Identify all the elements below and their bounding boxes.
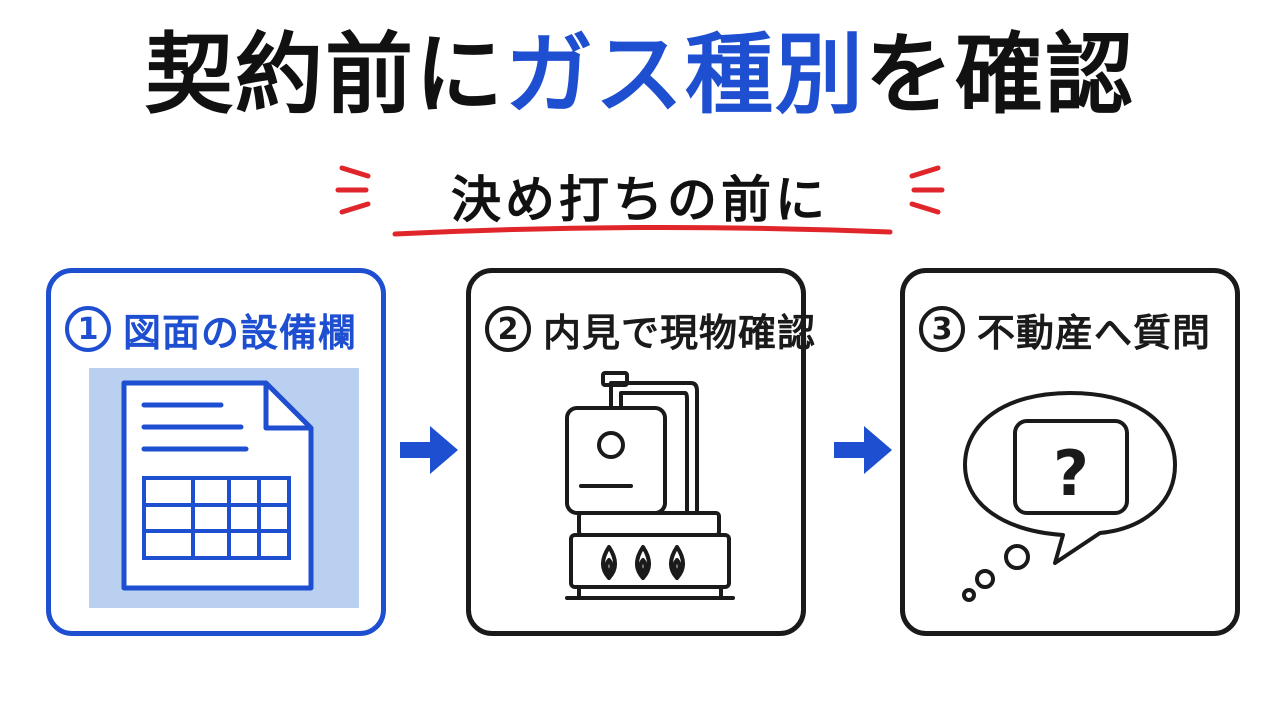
title-part-2: を確認 (865, 23, 1136, 126)
step-3-label: 不動産へ質問 (977, 310, 1212, 355)
left-emphasis-line-top (339, 165, 371, 179)
inner-flame (638, 558, 648, 575)
equipment-table-icon (142, 476, 291, 560)
question-speech-bubble-icon: ? (962, 391, 1177, 602)
left-emphasis-line-bottom (339, 201, 371, 215)
thought-dot (962, 588, 976, 602)
title-highlight: ガス種別 (504, 23, 865, 126)
right-emphasis-line-bottom (909, 201, 941, 215)
subtitle: 決め打ちの前に (451, 171, 829, 229)
step-card-3: ? 3 不動産へ質問 (900, 268, 1240, 636)
subtitle-decoration (335, 165, 945, 237)
step-2-label: 内見で現物確認 (543, 310, 817, 355)
pipe (619, 391, 689, 515)
inner-flame (604, 558, 614, 575)
arrow-right-icon (834, 426, 892, 474)
step-card-2: 2 内見で現物確認 (466, 268, 815, 636)
step-2-number: 2 (485, 306, 531, 352)
flame-icon (601, 545, 617, 580)
step-1-label: 図面の設備欄 (123, 310, 358, 355)
inner-flame (672, 558, 682, 575)
speech-bubble (963, 391, 1177, 565)
arrow-right-icon (400, 426, 458, 474)
step-card-1: 1 図面の設備欄 (46, 268, 386, 636)
right-emphasis-line-top (909, 165, 941, 179)
stove-body (569, 533, 731, 589)
subtitle-underline (392, 224, 893, 237)
question-mark: ? (1053, 437, 1089, 510)
flame-icon (635, 545, 651, 580)
gas-water-heater-icon (565, 371, 735, 600)
floor-plan-document-icon (89, 368, 359, 608)
step-2-heading: 2 内見で現物確認 (485, 299, 816, 359)
subtitle-area: 決め打ちの前に (300, 150, 980, 250)
step-3-number: 3 (919, 306, 965, 352)
heater-body (565, 406, 667, 515)
pipe (609, 381, 699, 515)
thought-dot (1004, 544, 1030, 570)
page-title: 契約前にガス種別を確認 (0, 22, 1280, 128)
question-box (1013, 419, 1129, 515)
thought-dot (975, 569, 995, 589)
stove-top (577, 511, 721, 537)
flame-icon (669, 545, 685, 580)
heater-dial (597, 431, 625, 459)
step-1-number: 1 (65, 306, 111, 352)
document-fold (263, 383, 311, 431)
pipe-joint (601, 371, 629, 387)
step-1-heading: 1 図面の設備欄 (65, 299, 357, 359)
step-3-heading: 3 不動産へ質問 (919, 299, 1211, 359)
title-part-1: 契約前に (144, 23, 505, 126)
document-outline (121, 380, 314, 591)
